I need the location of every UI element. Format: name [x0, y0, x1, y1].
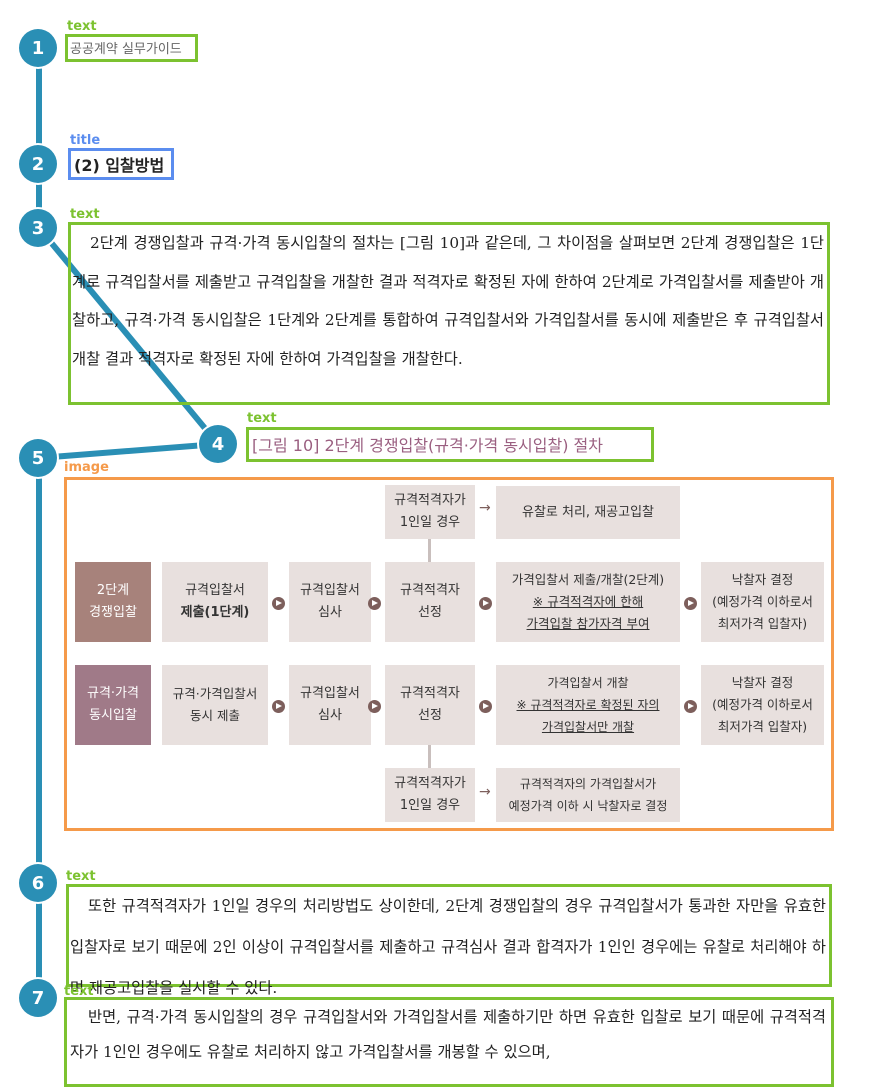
annotation-marker-1: 1: [19, 29, 57, 67]
row1-step4-line1: 가격입찰서 제출/개찰(2단계): [511, 572, 665, 587]
row1-step5-line3: 최저가격 입찰자): [717, 616, 808, 631]
running-head: 공공계약 실무가이드: [70, 42, 182, 57]
row1-step2-line1: 규격입찰서: [300, 583, 360, 598]
row1-step4: 가격입찰서 제출/개찰(2단계) ※ 규격적격자에 한해 가격입찰 참가자격 부…: [496, 562, 680, 642]
row1-step1-line2: 제출(1단계): [180, 605, 250, 620]
row2-label-line2: 동시입찰: [89, 708, 137, 723]
annotation-marker-2: 2: [19, 145, 57, 183]
top-result-text: 유찰로 처리, 재공고입찰: [522, 504, 654, 520]
annotation-box-6: [66, 884, 832, 987]
annotation-box-1: [65, 34, 198, 62]
annotation-box-4: [246, 427, 654, 462]
row1-step2-line2: 심사: [318, 605, 342, 620]
row2-step4: 가격입찰서 개찰 ※ 규격적격자로 확정된 자의 가격입찰서만 개찰: [496, 665, 680, 745]
row1-step5-line2: (예정가격 이하로서: [712, 594, 813, 609]
annotation-box-5: [64, 477, 834, 831]
bottom-condition-line2: 1인일 경우: [399, 798, 461, 813]
row2-step1-line1: 규격·가격입찰서: [172, 686, 258, 701]
annotation-tag-text-4: text: [247, 411, 277, 426]
row2-arrow4-icon: [684, 700, 697, 713]
row2-label-line1: 규격·가격: [87, 686, 139, 701]
annotation-tag-text-6: text: [66, 869, 96, 884]
row2-step1-line2: 동시 제출: [190, 708, 240, 723]
row1-arrow1-icon: [272, 597, 285, 610]
row2-step2-line1: 규격입찰서: [300, 686, 360, 701]
row1-step4-line3: 가격입찰 참가자격 부여: [526, 616, 650, 631]
annotation-box-3: [68, 222, 830, 405]
row2-step4-line1: 가격입찰서 개찰: [547, 676, 629, 690]
section-title: (2) 입찰방법: [74, 156, 165, 175]
bottom-result-line2: 예정가격 이하 시 낙찰자로 결정: [508, 799, 668, 813]
row1-step3-line1: 규격적격자: [400, 583, 460, 598]
row2-step5-line1: 낙찰자 결정: [731, 675, 794, 690]
row1-step1: 규격입찰서 제출(1단계): [162, 562, 268, 642]
row2-step4-line2: ※ 규격적격자로 확정된 자의: [516, 698, 660, 712]
connector-top: [428, 539, 431, 562]
annotation-tag-title: title: [70, 133, 101, 148]
row2-step3-line2: 선정: [418, 708, 442, 723]
row1-label-line2: 경쟁입찰: [89, 605, 137, 620]
connector-bottom: [428, 744, 431, 768]
bottom-condition-box: 규격적격자가 1인일 경우: [385, 768, 475, 822]
annotation-tag-text-1: text: [67, 19, 97, 34]
row2-step5: 낙찰자 결정 (예정가격 이하로서 최저가격 입찰자): [701, 665, 824, 745]
bottom-condition-line1: 규격적격자가: [394, 776, 466, 791]
annotation-marker-7: 7: [19, 979, 57, 1017]
row2-step5-line3: 최저가격 입찰자): [717, 719, 808, 734]
row2-arrow3-icon: [479, 700, 492, 713]
row2-arrow1-icon: [272, 700, 285, 713]
row2-label: 규격·가격 동시입찰: [75, 665, 151, 745]
row1-step5-line1: 낙찰자 결정: [731, 572, 794, 587]
row2-step1: 규격·가격입찰서 동시 제출: [162, 665, 268, 745]
top-condition-line2: 1인일 경우: [399, 515, 461, 530]
row2-step5-line2: (예정가격 이하로서: [712, 697, 813, 712]
paragraph-single-bidder: 또한 규격적격자가 1인일 경우의 처리방법도 상이한데, 2단계 경쟁입찰의 …: [70, 897, 826, 997]
bottom-result-line1: 규격적격자의 가격입찰서가: [519, 777, 657, 791]
row1-step3: 규격적격자 선정: [385, 562, 475, 642]
row2-step2: 규격입찰서 심사: [289, 665, 371, 745]
row1-arrow3-icon: [479, 597, 492, 610]
annotation-tag-text-7: text: [64, 984, 94, 999]
top-condition-box: 규격적격자가 1인일 경우: [385, 485, 475, 539]
row1-step3-line2: 선정: [418, 605, 442, 620]
row2-step4-line3: 가격입찰서만 개찰: [541, 720, 635, 734]
top-result-box: 유찰로 처리, 재공고입찰: [496, 486, 680, 539]
paragraph-simultaneous: 반면, 규격·가격 동시입찰의 경우 규격입찰서와 가격입찰서를 제출하기만 하…: [70, 1008, 826, 1061]
figure-caption: [그림 10] 2단계 경쟁입찰(규격·가격 동시입찰) 절차: [252, 436, 603, 455]
annotation-tag-text-3: text: [70, 207, 100, 222]
row1-step2: 규격입찰서 심사: [289, 562, 371, 642]
row2-step2-line2: 심사: [318, 708, 342, 723]
row1-step1-line1: 규격입찰서: [185, 583, 245, 598]
paragraph-procedure: 2단계 경쟁입찰과 규격·가격 동시입찰의 절차는 [그림 10]과 같은데, …: [72, 234, 824, 368]
arrow-right-icon: →: [479, 500, 491, 516]
arrow-right-icon: →: [479, 784, 491, 800]
row2-step3-line1: 규격적격자: [400, 686, 460, 701]
row1-arrow2-icon: [368, 597, 381, 610]
row1-step5: 낙찰자 결정 (예정가격 이하로서 최저가격 입찰자): [701, 562, 824, 642]
annotation-marker-6: 6: [19, 864, 57, 902]
bottom-result-box: 규격적격자의 가격입찰서가 예정가격 이하 시 낙찰자로 결정: [496, 768, 680, 822]
row1-label-line1: 2단계: [96, 583, 130, 598]
row1-label: 2단계 경쟁입찰: [75, 562, 151, 642]
top-condition-line1: 규격적격자가: [394, 493, 466, 508]
row2-arrow2-icon: [368, 700, 381, 713]
annotation-marker-5: 5: [19, 439, 57, 477]
row1-step4-line2: ※ 규격적격자에 한해: [532, 594, 644, 609]
annotation-box-2: [68, 148, 174, 180]
annotation-tag-image: image: [64, 460, 109, 475]
row2-step3: 규격적격자 선정: [385, 665, 475, 745]
row1-arrow4-icon: [684, 597, 697, 610]
annotation-marker-3: 3: [19, 209, 57, 247]
annotation-marker-4: 4: [199, 425, 237, 463]
